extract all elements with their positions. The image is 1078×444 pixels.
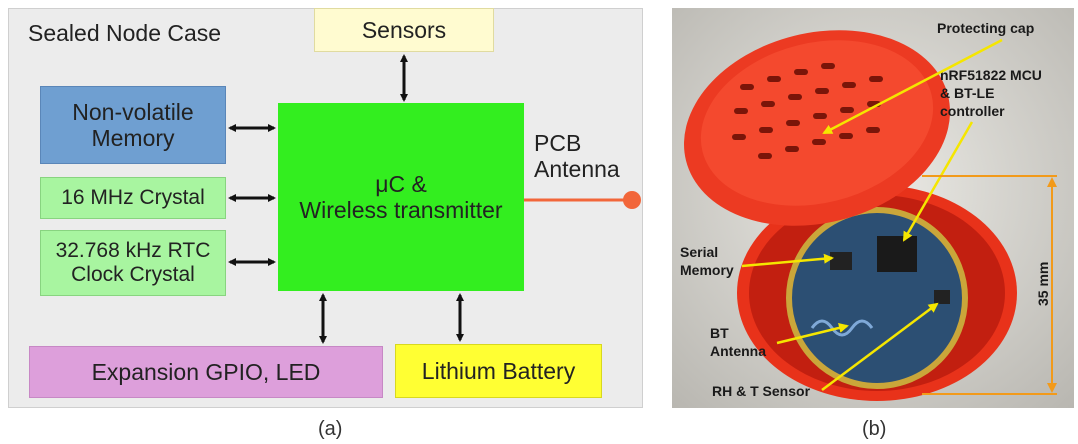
lithium-battery-block: Lithium Battery [395, 344, 602, 398]
node-photo: Protecting cap nRF51822 MCU & BT-LE cont… [672, 8, 1074, 408]
serial-memory-label-line1: Serial [680, 244, 718, 260]
crystal-16mhz-block: 16 MHz Crystal [40, 177, 226, 219]
rtc-crystal-block: 32.768 kHz RTC Clock Crystal [40, 230, 226, 296]
mcu-wireless-block: μC & Wireless transmitter [278, 103, 524, 291]
pointer-lines [741, 38, 1003, 392]
case-label: Sealed Node Case [28, 20, 222, 46]
mcu-chip [877, 236, 917, 272]
expansion-gpio-block: Expansion GPIO, LED [29, 346, 383, 398]
mcu-label-line3: controller [940, 103, 1005, 119]
rh-sensor-chip [934, 290, 950, 304]
serial-memory-label-line2: Memory [680, 262, 734, 278]
mcu-label-line2: & BT-LE [940, 85, 994, 101]
bt-antenna-label-line1: BT [710, 325, 729, 341]
rh-sensor-label: RH & T Sensor [712, 383, 811, 399]
bt-antenna-trace [810, 319, 874, 337]
mcu-label-line1: nRF51822 MCU [940, 67, 1042, 83]
caption-a: (a) [318, 418, 343, 440]
dimension-label: 35 mm [1035, 262, 1051, 306]
sensors-block: Sensors [314, 8, 494, 52]
serial-memory-chip [830, 252, 852, 270]
protecting-cap-label: Protecting cap [937, 20, 1034, 36]
cap-vent-holes [732, 63, 883, 159]
caption-b: (b) [862, 418, 887, 440]
dimension-marker [922, 175, 1057, 395]
antenna-dot [623, 191, 641, 209]
bt-antenna-label-line2: Antenna [710, 343, 766, 359]
pcb-antenna-label: PCB Antenna [534, 130, 620, 183]
nonvolatile-memory-block: Non-volatile Memory [40, 86, 226, 164]
